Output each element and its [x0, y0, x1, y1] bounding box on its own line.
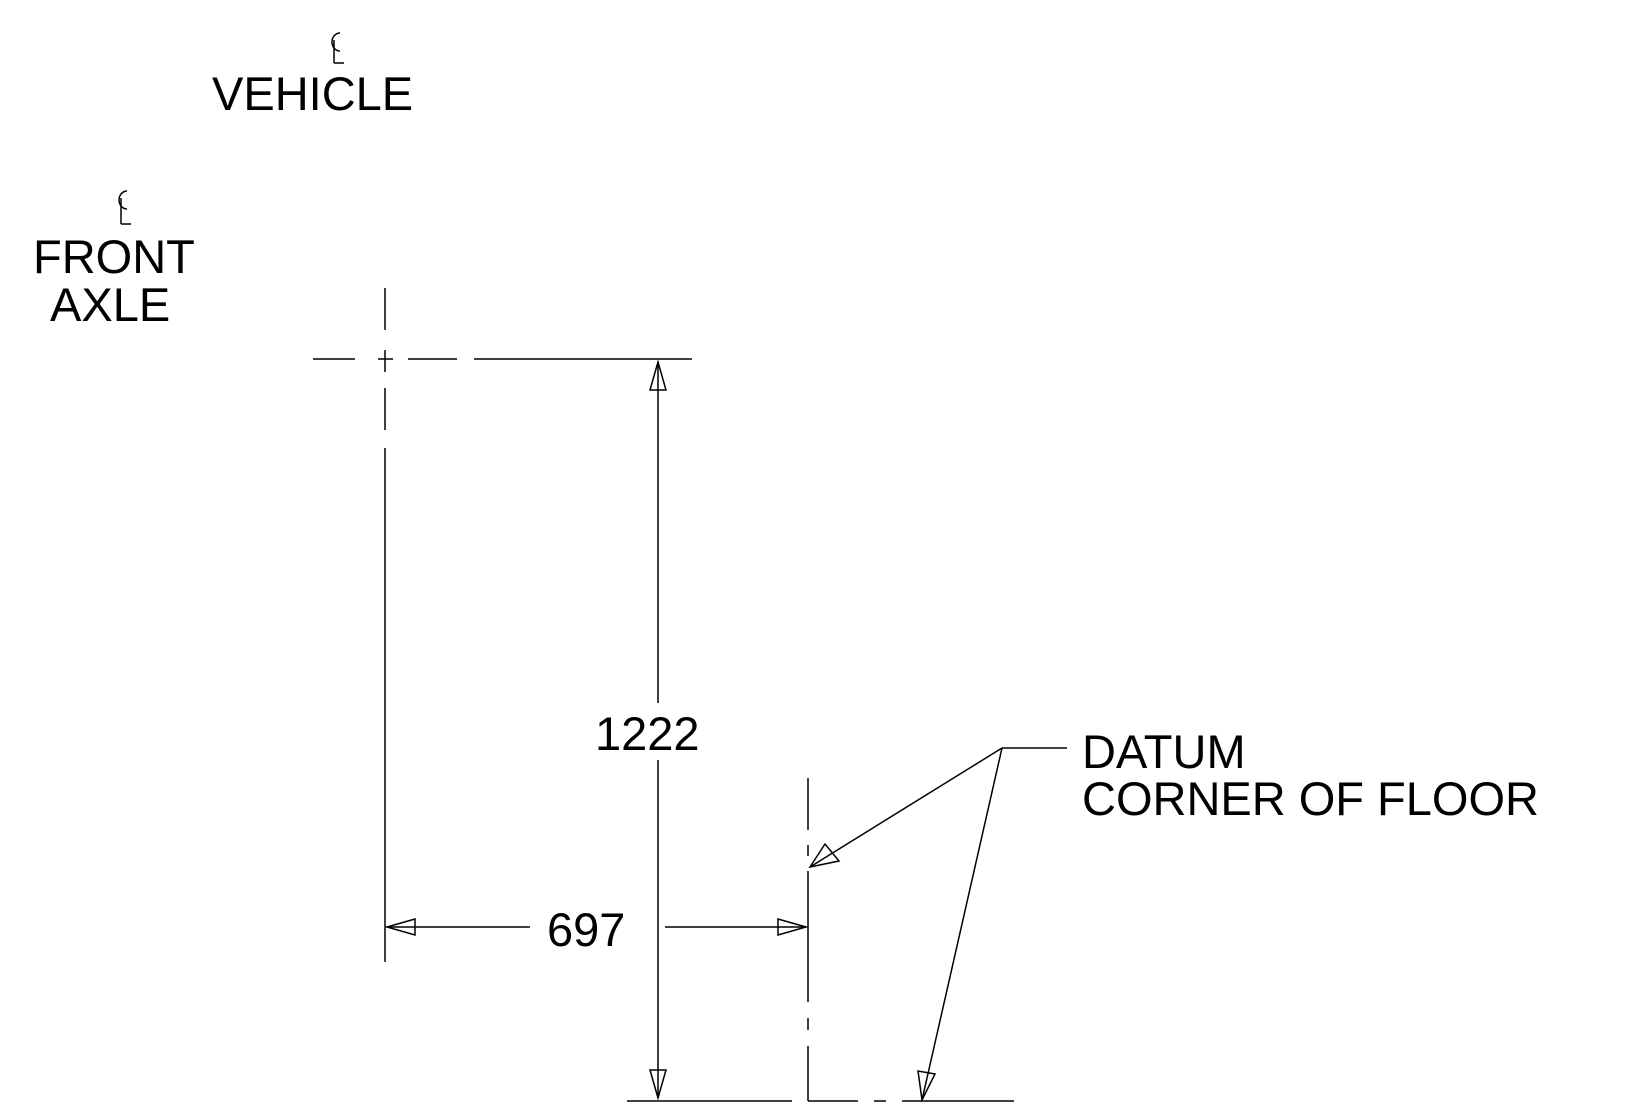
front-axle-label-line2: AXLE	[50, 278, 171, 331]
horizontal-dimension-arrow-right	[778, 919, 806, 935]
horizontal-dimension-arrow-left	[387, 919, 415, 935]
datum-leader-to-floor	[922, 748, 1002, 1100]
vehicle-centerline-label: VEHICLE	[212, 67, 414, 120]
front-axle-label-line1: FRONT	[33, 230, 195, 283]
centerline-icon	[119, 191, 131, 224]
horizontal-dimension-value: 697	[547, 903, 626, 956]
datum-label-line2: CORNER OF FLOOR	[1082, 772, 1539, 825]
vertical-dimension-arrow-top	[650, 362, 666, 390]
datum-label-line1: DATUM	[1082, 725, 1246, 778]
datum-leader-arrow-corner	[810, 844, 839, 867]
centerline-icon	[332, 33, 344, 63]
vertical-dimension-value: 1222	[595, 707, 700, 760]
vertical-dimension-arrow-bottom	[650, 1070, 666, 1098]
datum-leader-arrow-floor	[918, 1071, 935, 1100]
datum-leader-to-corner	[810, 748, 1002, 867]
